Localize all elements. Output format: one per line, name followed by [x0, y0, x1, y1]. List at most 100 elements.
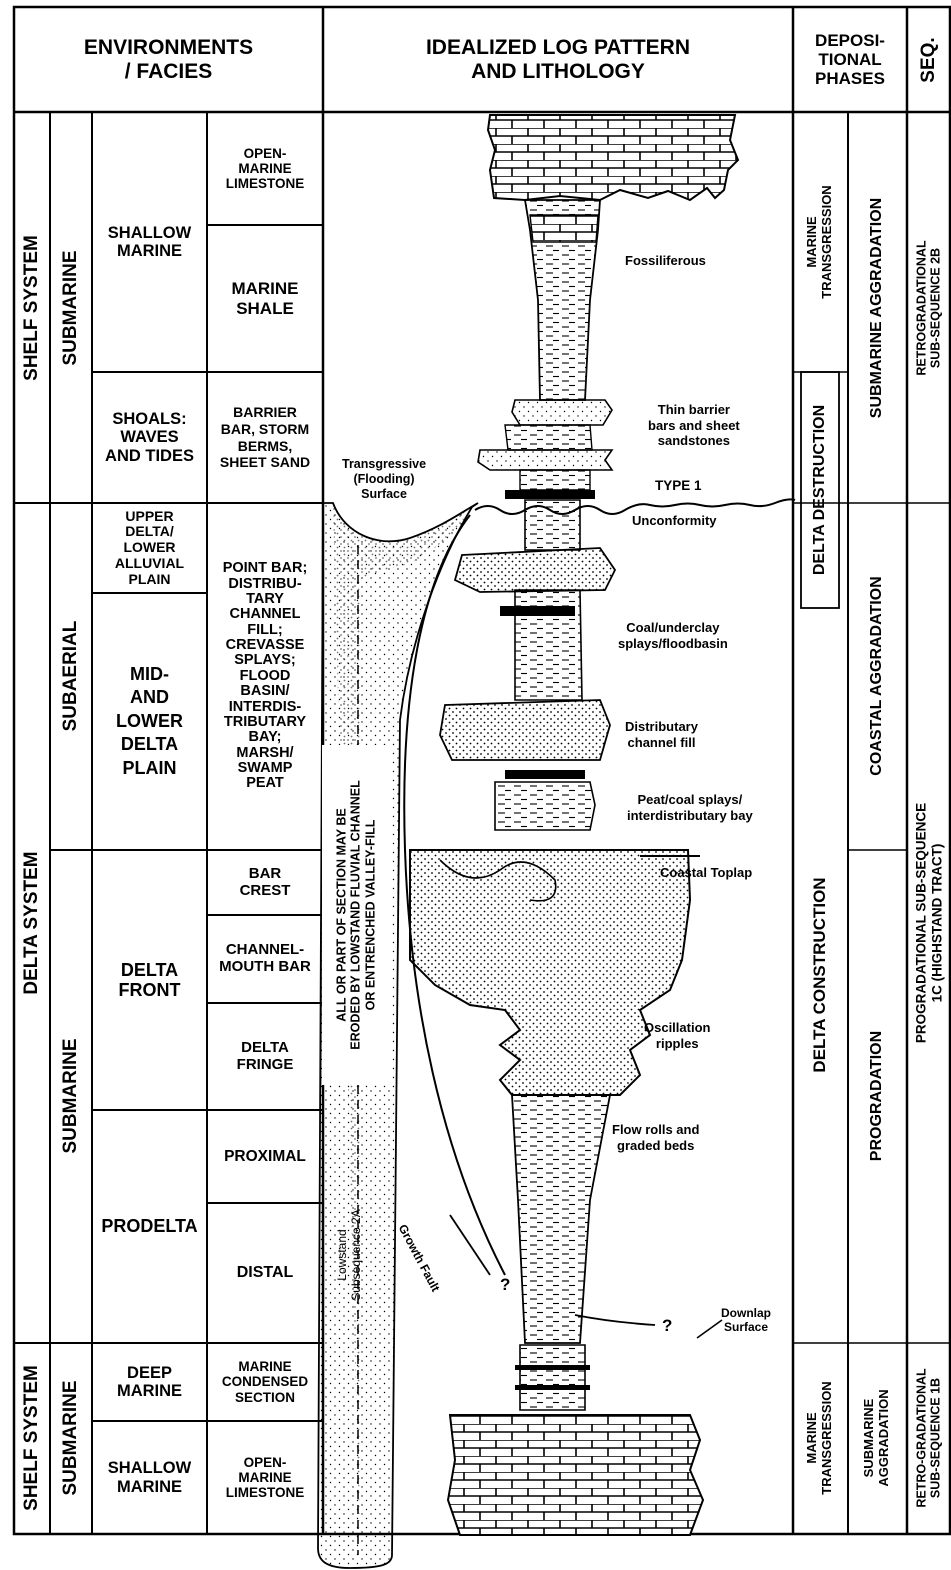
env-line: SHALLOW [108, 224, 191, 242]
env-line: MARINE [117, 1478, 182, 1496]
annotation-peat-coal: Peat/coal splays/ interdistributary bay [627, 792, 753, 823]
lowstand-line: Lowstand [336, 1209, 350, 1300]
annotation-line: bars and sheet [648, 418, 740, 434]
facies-delta-fringe: DELTA FRINGE [207, 1003, 323, 1110]
phase-submarine-aggradation-bottom: SUBMARINE AGGRADATION [862, 1389, 892, 1486]
facies-distal: DISTAL [207, 1203, 323, 1343]
sequence-line: RETROGRADATIONAL [915, 240, 929, 375]
facies-line: BAY; [248, 730, 281, 745]
env-upper-delta: UPPER DELTA/ LOWER ALLUVIAL PLAIN [92, 503, 207, 593]
valley-fill-line: ERODED BY LOWSTAND FLUVIAL CHANNEL [349, 780, 363, 1049]
sequence-line: 1C (HIGHSTAND TRACT) [929, 803, 945, 1043]
facies-marine-shale: MARINE SHALE [207, 225, 323, 372]
phase-submarine-aggradation-top: SUBMARINE AGGRADATION [868, 198, 886, 418]
facies-line: BERMS, [238, 438, 292, 455]
facies-line: BASIN/ [240, 684, 289, 699]
header-phases-line3: PHASES [815, 69, 885, 88]
facies-line: MARINE [238, 1470, 291, 1485]
annotation-line: graded beds [612, 1138, 699, 1154]
env-prodelta: PRODELTA [92, 1110, 207, 1343]
annotation-line: sandstones [648, 433, 740, 449]
header-phases-line1: DEPOSI- [815, 31, 885, 50]
env-line: AND [130, 686, 169, 709]
lowstand-note: Lowstand Subsequence 2A [336, 1209, 364, 1300]
annotation-oscillation: Oscillation ripples [644, 1020, 710, 1051]
facies-line: BAR, STORM [221, 421, 309, 438]
header-environments-line1: ENVIRONMENTS [84, 36, 253, 60]
facies-marine-condensed: MARINE CONDENSED SECTION [207, 1343, 323, 1421]
phase-delta-construction: DELTA CONSTRUCTION [810, 877, 830, 1072]
annotation-line: Thin barrier [648, 402, 740, 418]
facies-line: CHANNEL [230, 607, 301, 622]
env-line: DELTA/ [125, 524, 173, 540]
system-delta: DELTA SYSTEM [21, 851, 43, 994]
env-line: MARINE [117, 242, 182, 260]
facies-line: LIMESTONE [226, 176, 305, 191]
annotation-flow-rolls: Flow rolls and graded beds [612, 1122, 699, 1153]
header-environments-line2: / FACIES [125, 60, 213, 84]
env-line: DEEP [127, 1364, 172, 1382]
sequence-line: RETRO-GRADATIONAL [915, 1368, 929, 1507]
facies-line: MARINE [231, 279, 298, 298]
env-mid-lower-delta: MID- AND LOWER DELTA PLAIN [92, 593, 207, 850]
facies-line: BAR [249, 866, 282, 883]
annotation-line: channel fill [625, 735, 698, 751]
annotation-line: Surface [342, 487, 426, 502]
subsystem-submarine-bottom: SUBMARINE [60, 1380, 82, 1495]
env-line: DELTA [121, 733, 178, 756]
facies-line: BARRIER [233, 404, 297, 421]
annotation-line: (Flooding) [342, 472, 426, 487]
facies-point-bar: POINT BAR; DISTRIBU- TARY CHANNEL FILL; … [207, 503, 323, 850]
env-delta-front: DELTA FRONT [92, 850, 207, 1110]
env-shoals: SHOALS: WAVES AND TIDES [92, 372, 207, 503]
facies-line: OPEN- [244, 1455, 287, 1470]
env-line: SHALLOW [108, 1459, 191, 1477]
phase-progradation: PROGRADATION [868, 1031, 886, 1161]
env-line: DELTA [121, 960, 178, 980]
facies-line: MOUTH BAR [219, 959, 311, 976]
sequence-line: PROGRADATIONAL SUB-SEQUENCE [913, 803, 929, 1043]
env-line: MID- [130, 663, 169, 686]
facies-line: OPEN- [244, 146, 287, 161]
sequence-line: SUB-SEQUENCE 2B [929, 240, 943, 375]
delta-front-sand [410, 850, 690, 1095]
annotation-line: interdistributary bay [627, 808, 753, 824]
env-line: AND TIDES [105, 447, 194, 465]
facies-line: FILL; [247, 623, 282, 638]
env-line: MARINE [117, 1382, 182, 1400]
phase-marine-transgression-top: MARINE TRANSGRESSION [805, 185, 835, 298]
facies-line: TRIBUTARY [224, 715, 306, 730]
env-shallow-marine-bottom: SHALLOW MARINE [92, 1421, 207, 1534]
header-log-line1: IDEALIZED LOG PATTERN [426, 36, 690, 60]
phase-coastal-aggradation: COASTAL AGGRADATION [868, 576, 886, 775]
facies-line: DELTA [241, 1040, 289, 1057]
env-line: WAVES [120, 428, 178, 446]
facies-line: PEAT [246, 776, 284, 791]
env-line: LOWER [123, 540, 175, 556]
header-log-line2: AND LITHOLOGY [471, 60, 645, 84]
annotation-line: Peat/coal splays/ [627, 792, 753, 808]
subsystem-submarine-top: SUBMARINE [60, 250, 82, 365]
annotation-fossiliferous: Fossiliferous [625, 253, 706, 269]
facies-line: TARY [246, 592, 284, 607]
header-seq: SEQ. [918, 37, 940, 82]
header-phases: DEPOSI- TIONAL PHASES [793, 7, 907, 112]
phase-line: TRANSGRESSION [820, 185, 835, 298]
annotation-transgressive: Transgressive (Flooding) Surface [342, 457, 426, 502]
sequence-line: SUB-SEQUENCE 1B [929, 1368, 943, 1507]
facies-line: CHANNEL- [226, 942, 304, 959]
facies-line: LIMESTONE [226, 1485, 305, 1500]
annotation-line: Distributary [625, 719, 698, 735]
phase-line: MARINE [805, 1381, 820, 1494]
facies-line: SPLAYS; [234, 653, 296, 668]
valley-fill-line: ALL OR PART OF SECTION MAY BE [334, 780, 348, 1049]
annotation-line: splays/floodbasin [618, 636, 728, 652]
phase-delta-destruction: DELTA DESTRUCTION [811, 405, 829, 575]
env-line: UPPER [125, 509, 173, 525]
system-shelf-top: SHELF SYSTEM [21, 235, 43, 381]
facies-line: POINT BAR; [223, 561, 308, 576]
annotation-line: Flow rolls and [612, 1122, 699, 1138]
facies-line: CREVASSE [226, 638, 305, 653]
facies-line: FLOOD [240, 669, 291, 684]
annotation-coastal-toplap: Coastal Toplap [660, 865, 752, 881]
